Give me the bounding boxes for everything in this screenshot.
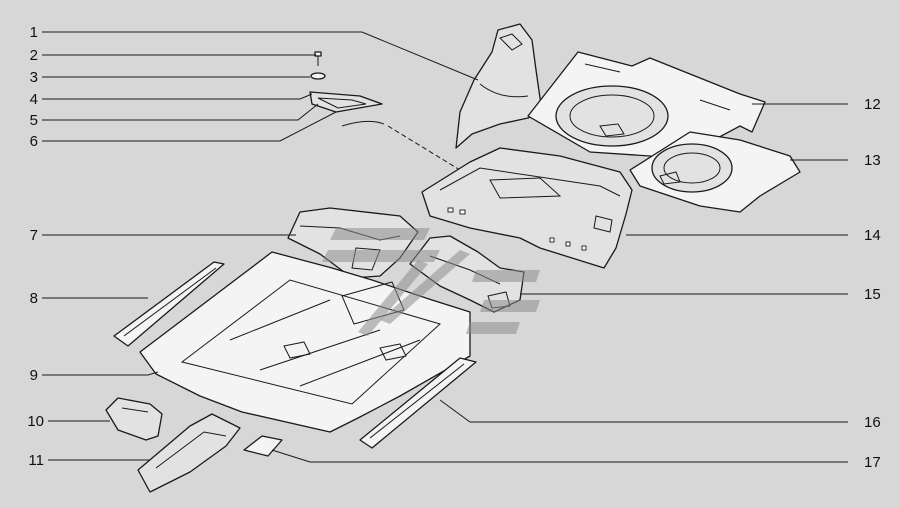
- callout-9: 9: [30, 367, 38, 384]
- right-callouts: 12 13 14 15 16 17: [864, 96, 881, 471]
- part-12-rear-luggage-floor: [527, 51, 766, 159]
- callout-7: 7: [30, 227, 38, 244]
- callout-14: 14: [864, 227, 881, 244]
- callout-16: 16: [864, 414, 881, 431]
- callout-3: 3: [30, 69, 38, 86]
- callout-11: 11: [28, 452, 44, 469]
- part-11-tunnel-piece: [137, 413, 241, 493]
- part-13-rear-panel: [629, 131, 801, 213]
- callout-13: 13: [864, 152, 881, 169]
- part-2-bolt: [314, 51, 322, 66]
- part-1-shift-boot: [455, 23, 543, 149]
- callout-12: 12: [864, 96, 881, 113]
- part-16-right-sill: [359, 357, 477, 449]
- part-14-rear-floor: [421, 147, 633, 269]
- callout-5: 5: [30, 112, 38, 129]
- left-callouts: 1 2 3 4 5 6 7 8 9 10 11: [27, 24, 44, 469]
- part-8-left-sill: [113, 261, 225, 347]
- part-10-bracket: [105, 397, 163, 441]
- callout-10: 10: [27, 413, 44, 430]
- leader-lines: [42, 31, 848, 463]
- part-4-5-plate: [309, 91, 383, 113]
- callout-2: 2: [30, 47, 38, 64]
- part-17-cover-plate: [243, 435, 283, 457]
- callout-17: 17: [864, 454, 881, 471]
- callout-8: 8: [30, 290, 38, 307]
- callout-15: 15: [864, 286, 881, 303]
- callout-1: 1: [30, 24, 38, 41]
- callout-6: 6: [30, 133, 38, 150]
- part-6-clip: [341, 120, 461, 171]
- callout-4: 4: [30, 91, 38, 108]
- part-3-washer: [310, 72, 326, 80]
- watermark-logo: [322, 228, 540, 336]
